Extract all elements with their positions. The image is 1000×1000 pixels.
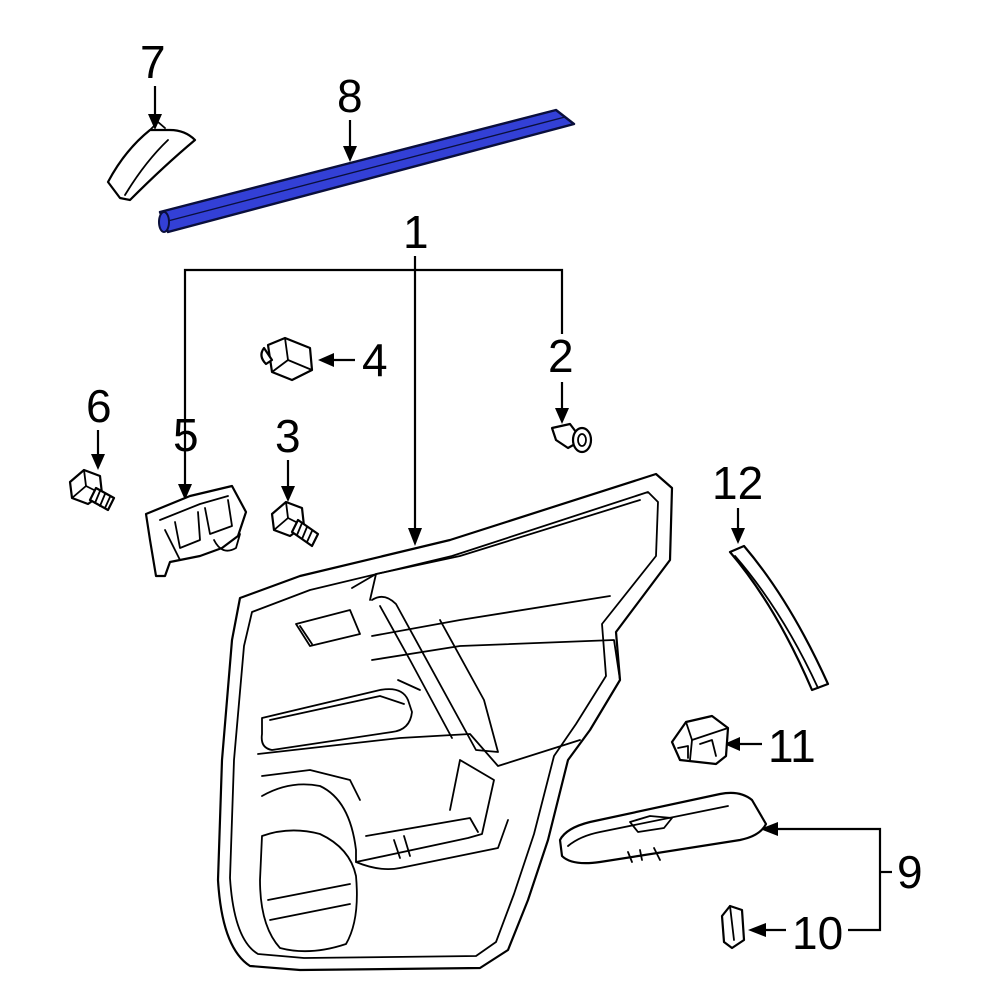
callout-9[interactable]: 9 xyxy=(897,846,923,898)
callout-4[interactable]: 4 xyxy=(362,334,388,386)
part-4-clip[interactable] xyxy=(260,336,314,382)
callout-12[interactable]: 12 xyxy=(712,457,763,509)
part-11-switch[interactable] xyxy=(670,714,730,766)
callout-7[interactable]: 7 xyxy=(140,36,166,88)
part-8-belt-moulding[interactable] xyxy=(158,108,576,234)
callout-3[interactable]: 3 xyxy=(275,410,301,462)
leader-lines xyxy=(91,86,892,937)
part-6-screw[interactable] xyxy=(68,468,116,512)
part-5-inside-handle[interactable] xyxy=(144,484,248,578)
callout-8[interactable]: 8 xyxy=(337,70,363,122)
callout-1[interactable]: 1 xyxy=(403,206,429,258)
part-7-corner-piece[interactable] xyxy=(106,121,197,202)
callout-11[interactable]: 11 xyxy=(768,720,816,772)
part-2-push-clip[interactable] xyxy=(550,422,593,454)
part-3-screw[interactable] xyxy=(270,500,320,548)
part-9-switch-base[interactable] xyxy=(558,791,768,865)
part-1-door-trim-panel[interactable] xyxy=(216,472,674,972)
part-12-weatherstrip[interactable] xyxy=(728,544,830,692)
callout-10[interactable]: 10 xyxy=(792,907,843,959)
callout-6[interactable]: 6 xyxy=(86,380,112,432)
callout-2[interactable]: 2 xyxy=(548,330,574,382)
part-10-clip[interactable] xyxy=(720,904,746,950)
